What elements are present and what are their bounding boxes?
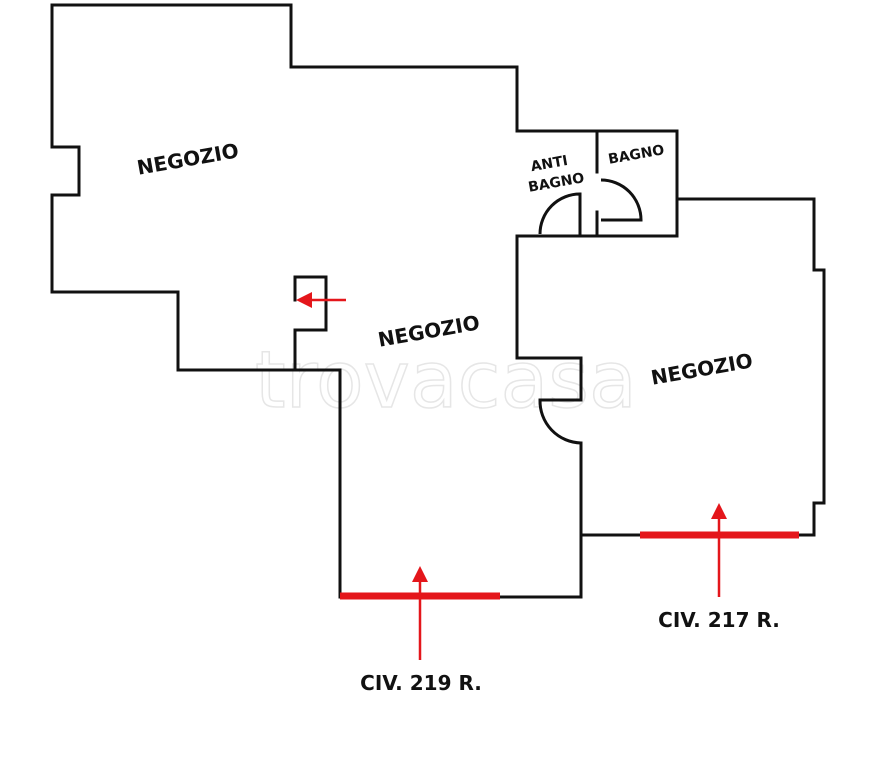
label-bagno: BAGNO (607, 142, 666, 168)
door-bagno (600, 178, 643, 222)
label-antibagno-line1: ANTI (530, 153, 570, 175)
wall-center-shop (289, 65, 679, 402)
watermark: trovacasa (255, 336, 637, 426)
wall-right-shop (579, 197, 826, 537)
label-negozio-right: NEGOZIO (649, 348, 754, 389)
arrow-civ-219-head (412, 566, 428, 582)
arrow-passage-head (296, 292, 312, 308)
door-antibagno (538, 192, 582, 236)
door-right-shop (538, 398, 582, 445)
arrow-civ-217-head (711, 503, 727, 519)
label-negozio-left: NEGOZIO (135, 138, 240, 179)
wall-left-shop (50, 3, 328, 372)
label-civ-219: CIV. 219 R. (360, 671, 482, 695)
label-civ-217: CIV. 217 R. (658, 608, 780, 632)
